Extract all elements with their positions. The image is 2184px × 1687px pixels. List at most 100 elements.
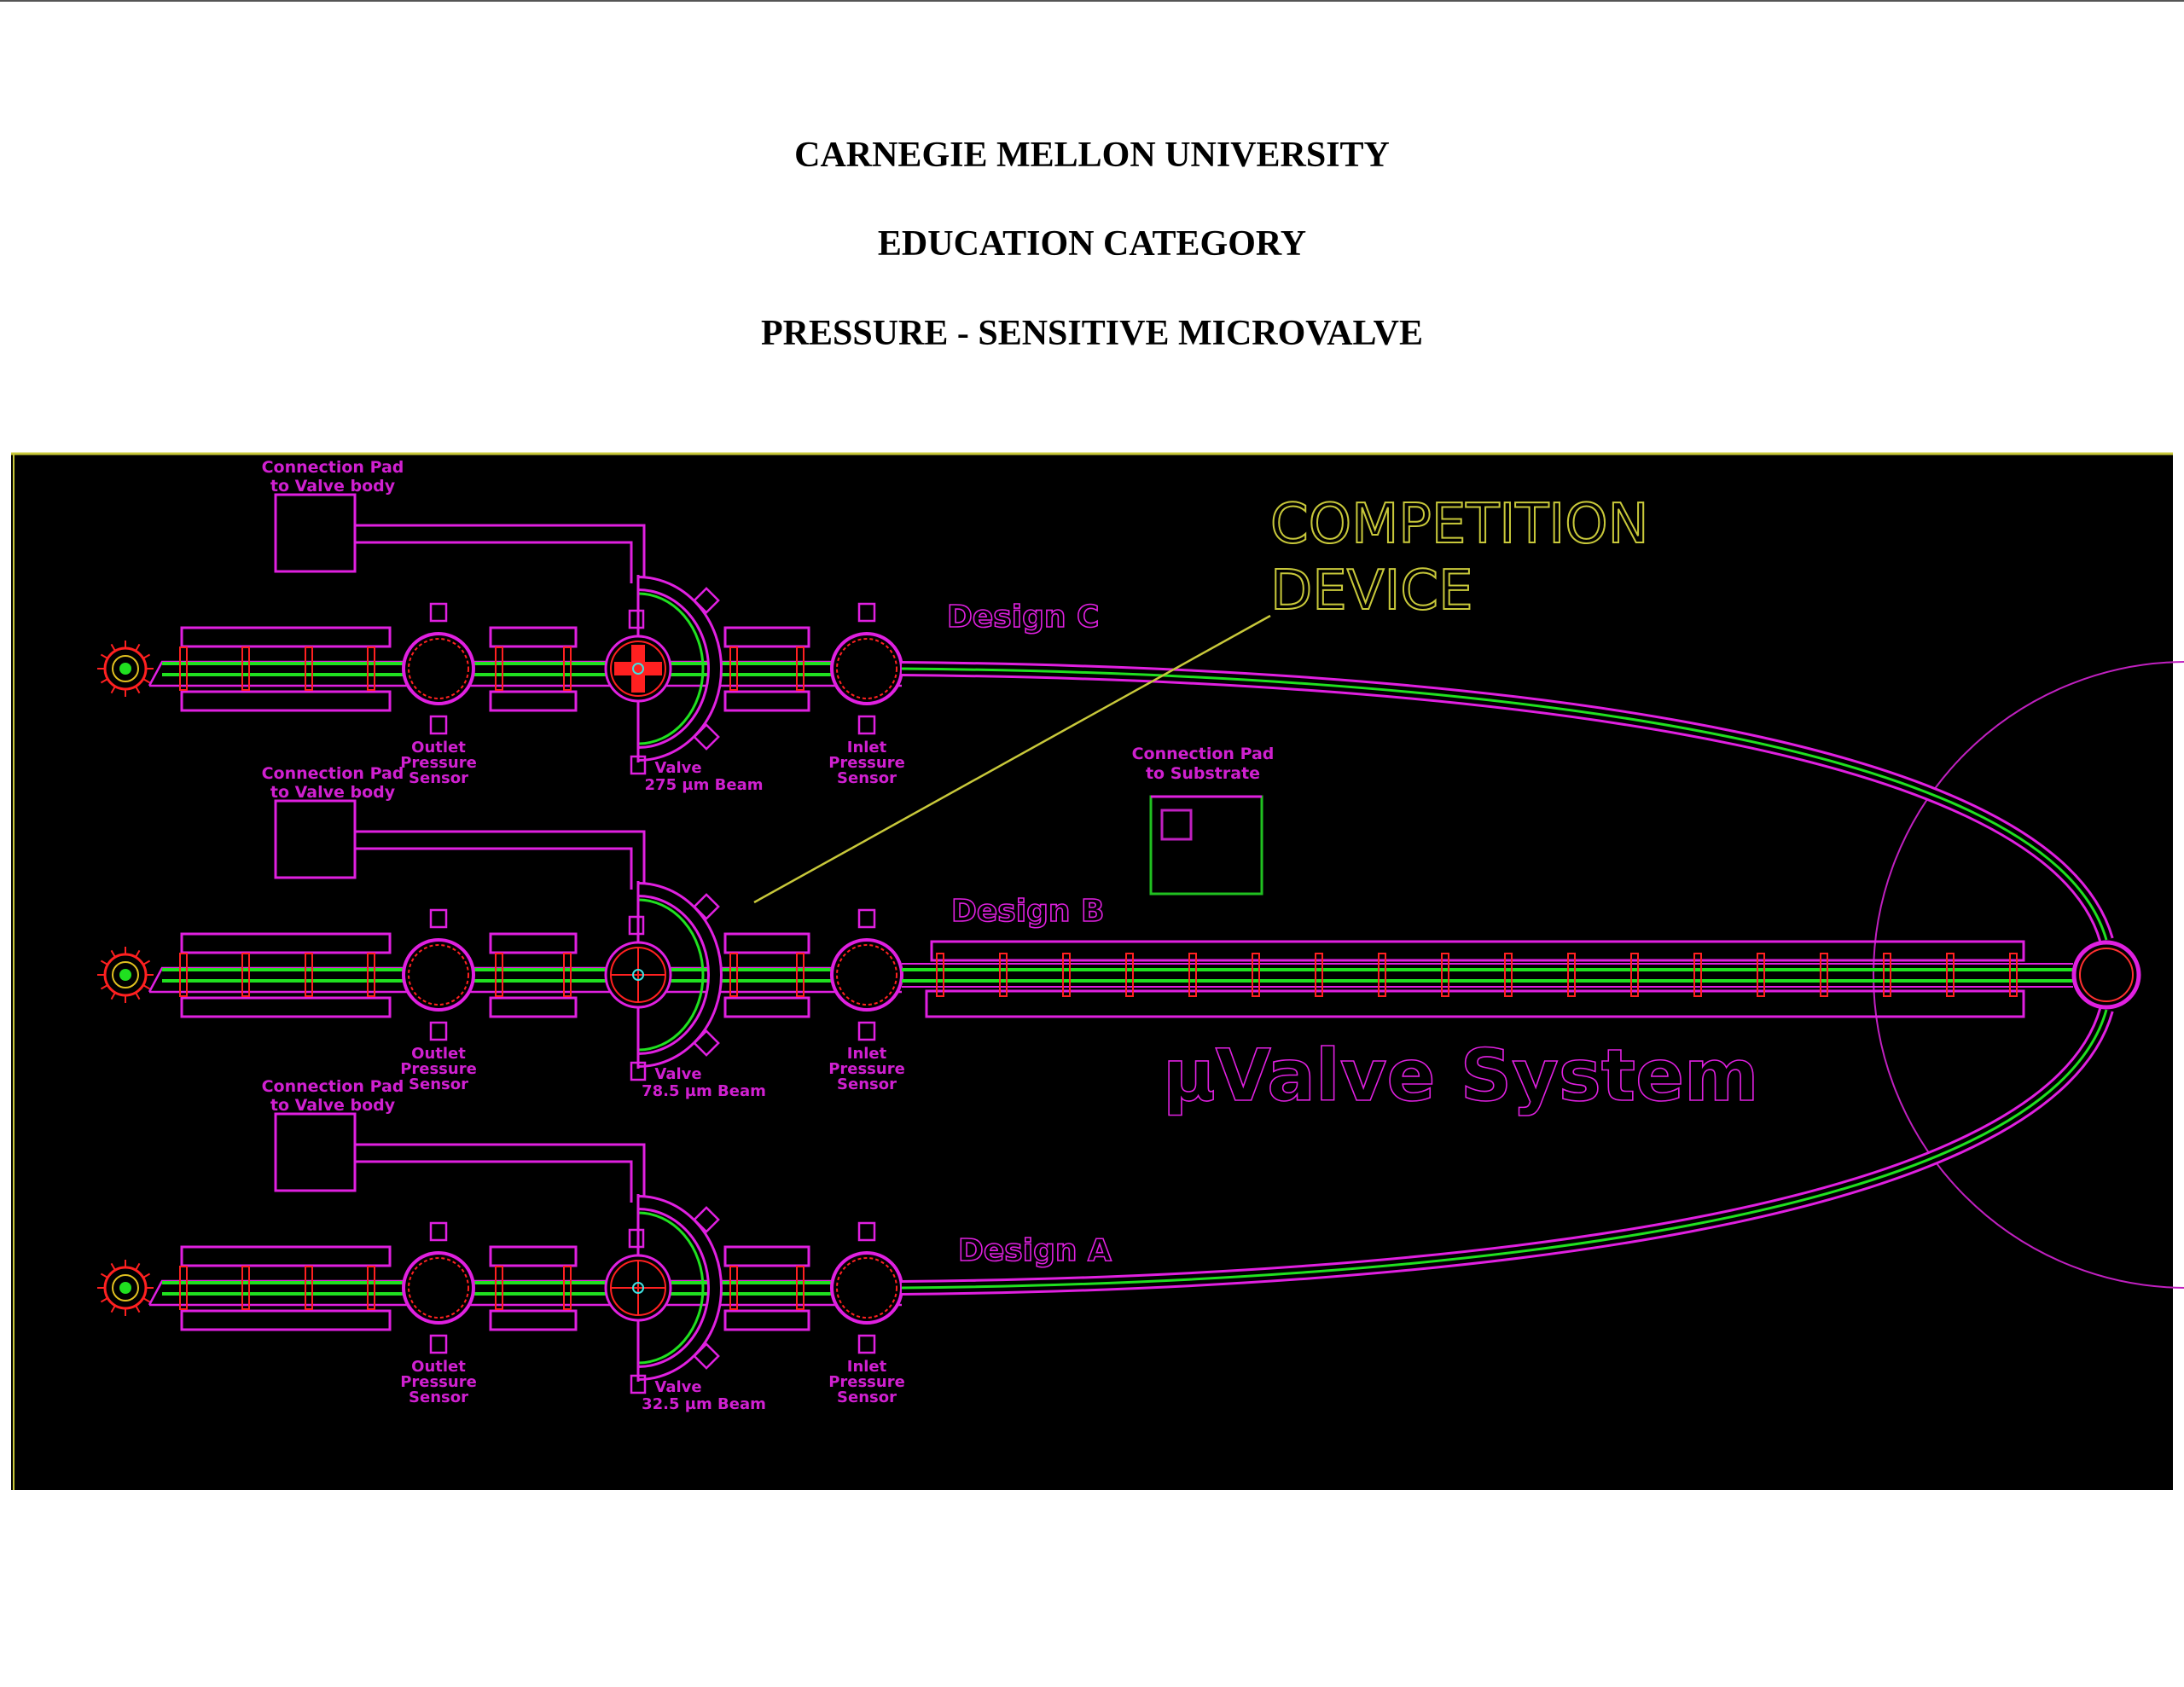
competition-leader-line [753,614,1271,904]
pad-label-1: Connection Pad [262,764,404,783]
outlet-sensor-label: Sensor [409,1388,468,1406]
valve-label-2: 275 µm Beam [645,776,764,794]
inlet-sensor-label: Pressure [828,1060,905,1078]
anchor [563,953,572,997]
inlet-sensor-label: Sensor [837,1075,897,1093]
valve-label-2: 78.5 µm Beam [642,1082,766,1100]
anchor [1188,953,1197,997]
design-label: Design C [947,600,1099,635]
anchor [241,953,250,997]
anchor [241,1266,250,1310]
electrode-bar [489,932,578,954]
valve-label-1: Valve [654,759,701,777]
anchor [796,1266,804,1310]
electrode-bar [723,626,810,648]
anchor [729,1266,738,1310]
anchor [1946,953,1955,997]
anchor [563,646,572,691]
outlet-sensor-label: Sensor [409,1075,468,1093]
electrode-bar [180,626,392,648]
anchor [1820,953,1828,997]
inlet-sensor-label: Pressure [828,1373,905,1391]
anchor [936,953,944,997]
inlet-sensor-label: Inlet [847,1045,887,1063]
anchor [1883,953,1891,997]
outlet-sensor-label: Pressure [400,754,477,772]
inlet-sensor-label: Inlet [847,739,887,757]
anchor [796,646,804,691]
anchor [1504,953,1513,997]
anchor [495,646,503,691]
anchor [367,1266,375,1310]
pad-label-2: to Valve body [270,477,396,496]
anchor [796,953,804,997]
electrode-bar [489,1309,578,1331]
wafer-circle [1873,661,2184,1289]
anchor [563,1266,572,1310]
electrode-bar [180,690,392,712]
pad-label-1: Connection Pad [262,458,404,477]
electrode-bar [723,932,810,954]
inlet-sensor-label: Pressure [828,754,905,772]
anchor [729,953,738,997]
anchor [495,1266,503,1310]
category-title: EDUCATION CATEGORY [877,224,1307,264]
anchor [1378,953,1386,997]
system-title: µValve System [1163,1034,1759,1117]
valve-body-pad [274,799,357,879]
electrode-bar [723,690,810,712]
anchor [1315,953,1323,997]
port-target-icon [97,641,154,697]
anchor [1630,953,1639,997]
anchor [1062,953,1071,997]
outlet-sensor-label: Outlet [411,739,466,757]
electrode-bar [723,1245,810,1267]
anchor [367,953,375,997]
valve-body-pad [274,1112,357,1192]
outlet-sensor-label: Pressure [400,1373,477,1391]
pad-trace [355,830,646,890]
outlet-sensor-label: Sensor [409,769,468,787]
anchor [2009,953,2018,997]
valve-label-1: Valve [654,1378,701,1396]
anchor [1757,953,1765,997]
anchor [305,646,313,691]
pad-trace [355,1143,646,1203]
port-target-icon [97,947,154,1003]
pad-trace [355,524,646,583]
substrate-pad-contact [1160,809,1193,841]
electrode-bar [489,996,578,1018]
competition-label-2: DEVICE [1270,559,1473,623]
valve-label-1: Valve [654,1065,701,1083]
anchor [495,953,503,997]
project-title: PRESSURE - SENSITIVE MICROVALVE [760,314,1424,353]
port-target-icon [97,1260,154,1316]
anchor [1693,953,1702,997]
outlet-sensor-label: Pressure [400,1060,477,1078]
anchor [179,1266,188,1310]
anchor [1252,953,1260,997]
electrode-bar [180,996,392,1018]
junction-circle [2071,940,2141,1010]
electrode-bar [180,1309,392,1331]
electrode-bar [489,690,578,712]
anchor [729,646,738,691]
top-border [0,0,2184,2]
electrode-bar [180,1245,392,1267]
anchor [999,953,1008,997]
pad-label-2: to Valve body [270,783,396,802]
electrode-bar [180,932,392,954]
channel-b-long [902,940,2073,1018]
return-channel-a [901,1007,2114,1296]
